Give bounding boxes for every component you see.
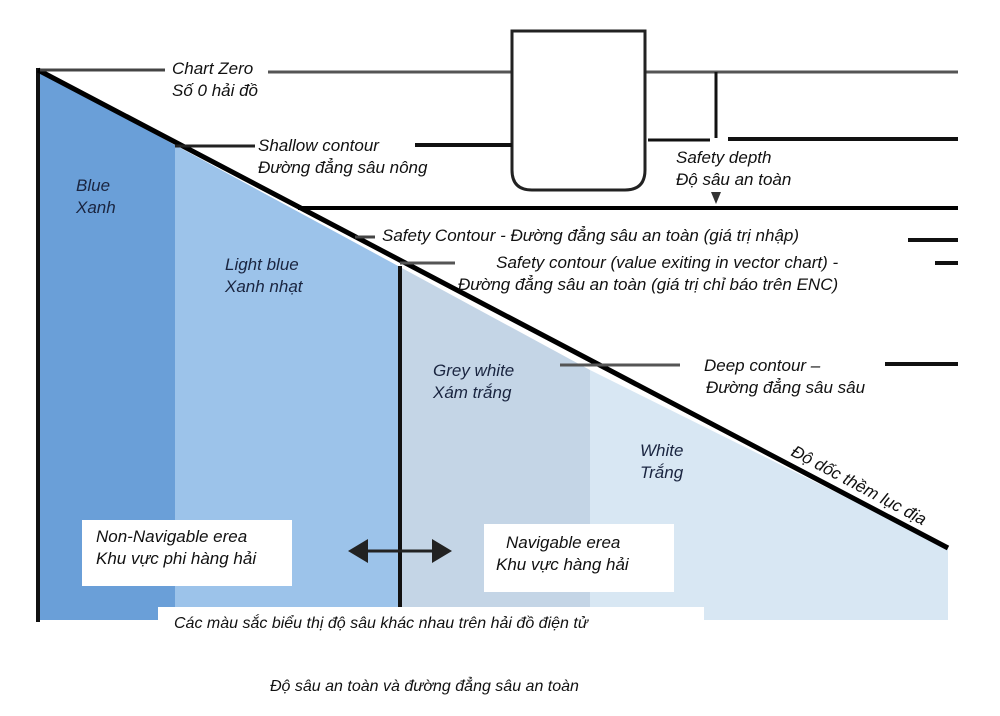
zone-white-en: White — [640, 441, 684, 460]
legend-banner-text: Các màu sắc biểu thị độ sâu khác nhau tr… — [174, 615, 588, 632]
safety-depth-label: Safety depth Độ sâu an toàn — [676, 147, 791, 191]
safety-depth-arrowhead — [711, 192, 721, 204]
non-navigable-vi: Khu vực phi hàng hải — [96, 549, 257, 568]
chart-zero-label: Chart Zero Số 0 hải đồ — [172, 58, 258, 102]
deep-contour-vi: Đường đẳng sâu sâu — [706, 378, 866, 397]
zone-blue-label: Blue Xanh — [76, 175, 116, 219]
diagram-caption: Độ sâu an toàn và đường đẳng sâu an toàn — [270, 678, 579, 695]
deep-contour-label: Deep contour – Đường đẳng sâu sâu — [704, 355, 865, 399]
safety-contour-input-label: Safety Contour - Đường đẳng sâu an toàn … — [382, 226, 800, 245]
ship-hull — [510, 29, 647, 192]
navigable-en: Navigable erea — [506, 533, 621, 552]
safety-contour-enc-en: Safety contour (value exiting in vector … — [496, 253, 839, 272]
deep-contour-en: Deep contour – — [704, 356, 821, 375]
zone-light-blue-vi: Xanh nhạt — [225, 277, 303, 296]
zone-grey-white-en: Grey white — [433, 361, 515, 380]
shallow-contour-en: Shallow contour — [258, 136, 379, 155]
zone-light-blue — [175, 145, 400, 620]
safety-depth-vi: Độ sâu an toàn — [676, 170, 792, 189]
safety-contour-enc-vi: Đường đẳng sâu an toàn (giá trị chỉ báo … — [458, 275, 839, 294]
zone-light-blue-en: Light blue — [225, 255, 299, 274]
legend-banner: Các màu sắc biểu thị độ sâu khác nhau tr… — [158, 607, 704, 643]
non-navigable-box: Non-Navigable erea Khu vực phi hàng hải — [82, 520, 292, 586]
boundary-arrow-right-head — [432, 539, 452, 563]
zone-white-vi: Trắng — [640, 463, 684, 482]
boundary-arrow-left-head — [348, 539, 368, 563]
navigable-box: Navigable erea Khu vực hàng hải — [484, 524, 674, 592]
seabed-slope-line — [36, 67, 950, 551]
non-navigable-en: Non-Navigable erea — [96, 527, 248, 546]
zone-blue — [38, 70, 175, 620]
navigable-vi: Khu vực hàng hải — [496, 555, 629, 574]
shallow-contour-vi: Đường đẳng sâu nông — [258, 158, 428, 177]
safety-contour-enc-label: Safety contour (value exiting in vector … — [458, 252, 838, 296]
chart-zero-en: Chart Zero — [172, 59, 254, 78]
zone-white — [590, 370, 948, 620]
zone-grey-white-vi: Xám trắng — [433, 383, 512, 402]
zone-light-blue-label: Light blue Xanh nhạt — [225, 254, 303, 298]
chart-zero-vi: Số 0 hải đồ — [172, 81, 259, 100]
shallow-contour-label: Shallow contour Đường đẳng sâu nông — [258, 135, 427, 179]
zone-grey-white-label: Grey white Xám trắng — [433, 360, 514, 404]
zone-blue-en: Blue — [76, 176, 111, 195]
safety-depth-en: Safety depth — [676, 148, 772, 167]
zone-blue-vi: Xanh — [76, 198, 116, 217]
zone-white-label: White Trắng — [640, 440, 683, 484]
